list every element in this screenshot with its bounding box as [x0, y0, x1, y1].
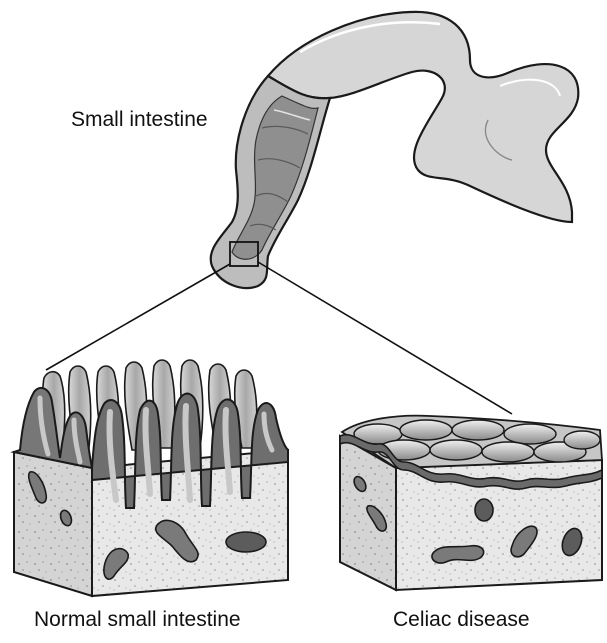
celiac-disease-label: Celiac disease [393, 609, 530, 630]
celiac-tissue-block [340, 416, 602, 590]
normal-block-side [14, 452, 92, 596]
small-intestine-illustration [211, 12, 579, 288]
small-intestine-label: Small intestine [71, 109, 208, 130]
normal-intestine-label: Normal small intestine [34, 609, 241, 630]
normal-tissue-block [14, 360, 288, 596]
zoom-line-left [46, 264, 230, 370]
zoom-line-right [258, 262, 512, 414]
